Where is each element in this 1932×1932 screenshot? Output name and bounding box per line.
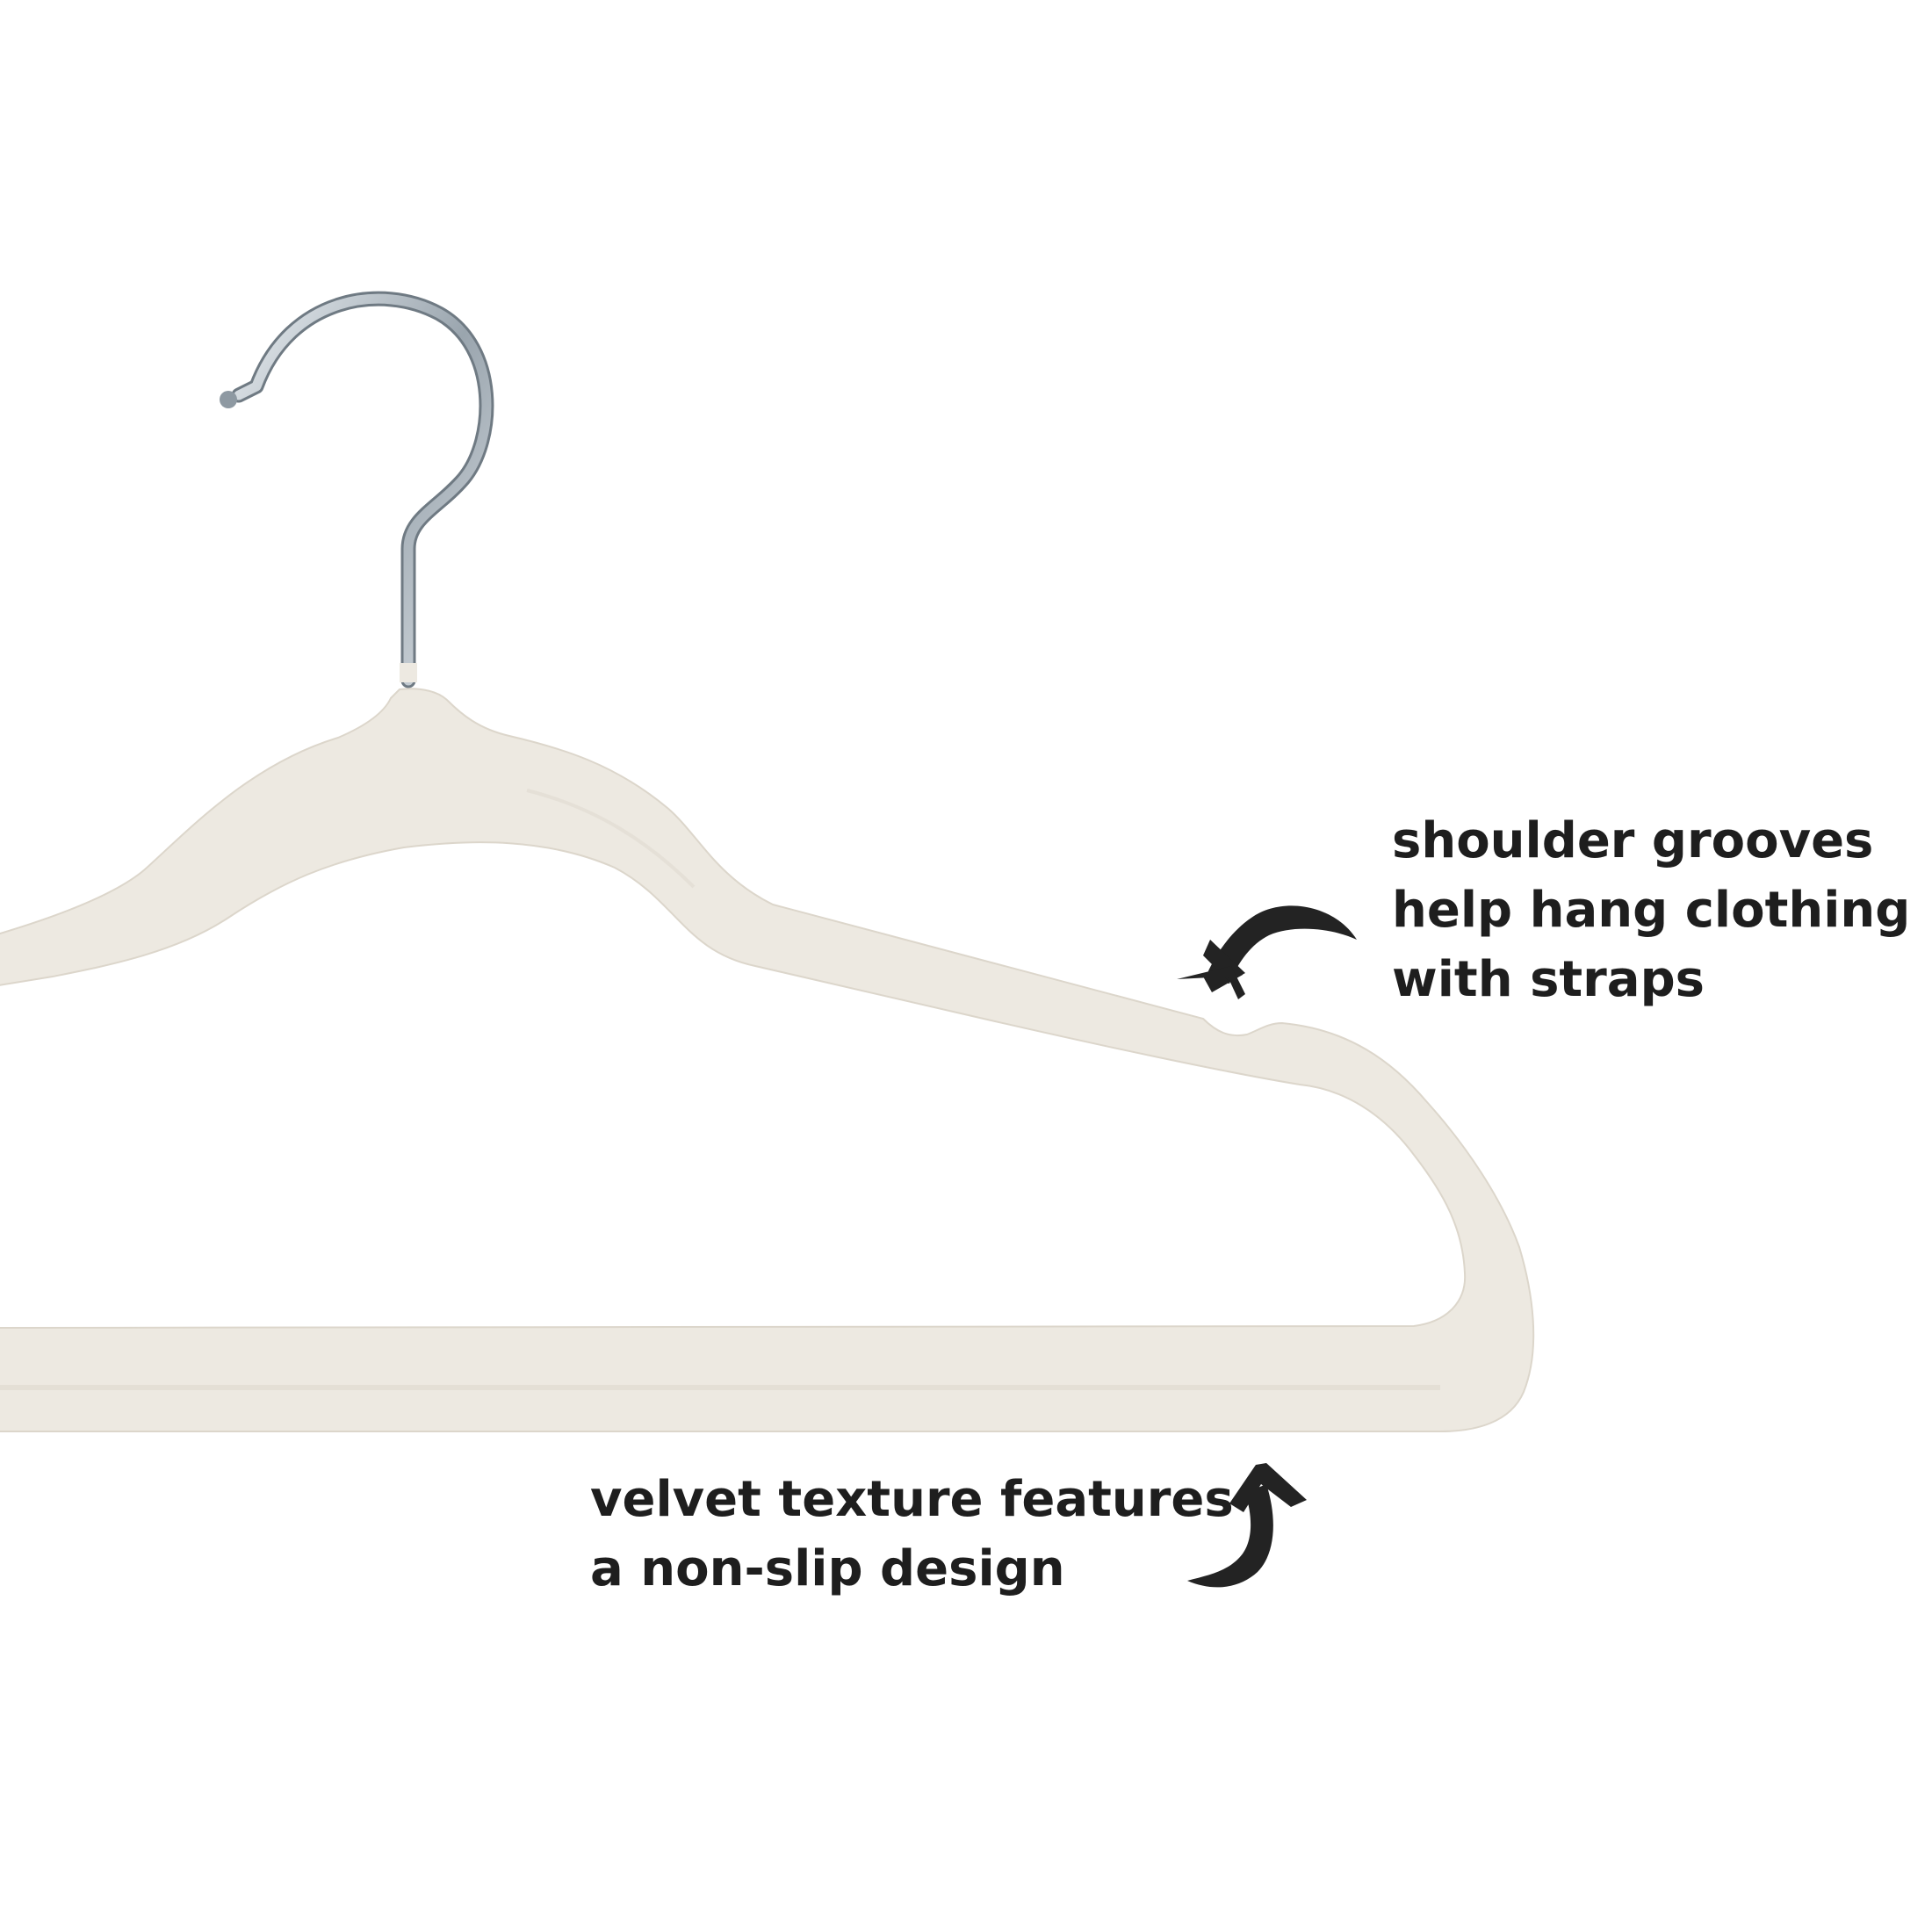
shoulder-callout-line-3: with straps (1392, 951, 1705, 1008)
curved-arrow-icon (1187, 1463, 1307, 1588)
hook-tip (220, 391, 237, 408)
velvet-texture-callout: velvet texture features a non-slip desig… (590, 1465, 1234, 1604)
velvet-texture-shading (0, 789, 1440, 1390)
shoulder-callout-line-2: help hang clothing (1392, 882, 1911, 939)
velvet-callout-line-1: velvet texture features (590, 1471, 1234, 1528)
metal-hook (220, 291, 494, 688)
curved-arrow-icon (1177, 905, 1357, 999)
velvet-callout-line-2: a non-slip design (590, 1540, 1065, 1597)
shoulder-callout-line-1: shoulder grooves (1392, 812, 1874, 869)
hanger-body (0, 688, 1535, 1432)
shoulder-grooves-callout: shoulder grooves help hang clothing with… (1392, 806, 1910, 1014)
